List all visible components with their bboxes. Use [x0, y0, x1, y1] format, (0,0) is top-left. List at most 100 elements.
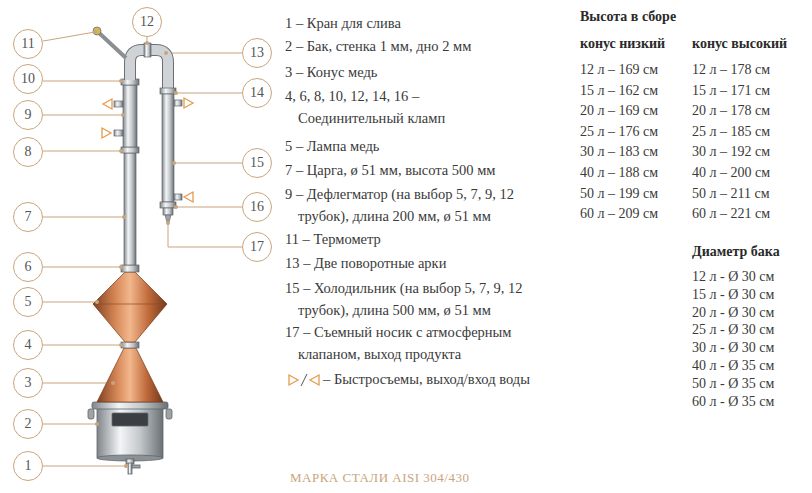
leader-line [176, 207, 242, 208]
callout-circle: 4 [13, 330, 43, 360]
callout-number: 10 [21, 72, 35, 86]
leader-dot [174, 205, 178, 209]
part-description: 2 – Бак, стенка 1 мм, дно 2 мм [285, 36, 471, 58]
table-cell: 15 л – 162 см [580, 80, 658, 101]
table-cell: 60 л – 221 см [692, 203, 770, 224]
leader-line [43, 466, 126, 467]
leader-dot [124, 464, 128, 468]
leader-line [43, 217, 124, 218]
part-description: 13 – Две поворотные арки [285, 253, 446, 275]
leader-line [43, 32, 95, 41]
callout-number: 3 [25, 376, 32, 390]
part-description: 17 – Съемный носик с атмосферным клапано… [285, 322, 565, 366]
table-heading: конус высокий [692, 33, 787, 54]
callout-circle: 15 [242, 148, 272, 178]
leader-dot [119, 79, 123, 83]
leader-dot [174, 91, 178, 95]
table-cell: 40 л – 188 см [580, 162, 658, 183]
part-description: 5 – Лампа медь [285, 136, 379, 158]
leader-dot [166, 221, 170, 225]
leader-dot [121, 113, 125, 117]
brand-plate [112, 413, 148, 426]
leader-dot [145, 41, 149, 45]
leader-dots [93, 30, 178, 468]
table-cell: 15 л – 171 см [692, 80, 770, 101]
copper-lamp [93, 272, 167, 342]
tank-rim [92, 402, 168, 409]
legend-text: – Быстросъемы, выход/вход воды [323, 369, 530, 391]
callout-circle: 1 [13, 451, 43, 481]
table-cell: 50 л – 199 см [580, 183, 658, 204]
callout-circle: 16 [242, 192, 272, 222]
leader-line [43, 424, 97, 425]
water-port [114, 101, 123, 107]
table-heading: Диаметр бака [692, 241, 780, 262]
quick-connect-in [103, 99, 112, 109]
callout-circle: 13 [242, 38, 272, 68]
leader-line [43, 302, 97, 303]
water-port [174, 100, 182, 106]
leader-line [43, 151, 121, 152]
callout-circle: 6 [13, 252, 43, 282]
cooler [93, 27, 182, 222]
drain-tap-handle [132, 465, 140, 468]
leader-dot [122, 215, 126, 219]
callout-number: 2 [25, 417, 32, 431]
leader-line [43, 267, 121, 268]
leader-line [168, 223, 242, 247]
callout-circle: 10 [13, 64, 43, 94]
thermometer [97, 31, 126, 58]
callout-circle: 8 [13, 137, 43, 167]
tank [88, 402, 172, 474]
drain-tap [128, 463, 132, 474]
slash [301, 374, 307, 386]
table-cell: 20 л – 178 см [692, 100, 770, 121]
leader-dot [93, 30, 97, 34]
callout-number: 13 [250, 46, 264, 60]
leader-line [43, 115, 123, 116]
table-cell: 12 л – 169 см [580, 59, 658, 80]
clamp [144, 43, 151, 57]
callout-circle: 12 [132, 7, 162, 37]
callout-circle: 7 [13, 202, 43, 232]
leader-dot [111, 381, 115, 385]
part-description: 15 – Холодильник (на выбор 5, 7, 9, 12 т… [285, 278, 565, 322]
callout-circle: 2 [13, 409, 43, 439]
callout-number: 7 [25, 210, 32, 224]
callout-number: 5 [25, 295, 32, 309]
part-description: 7 – Царга, ø 51 мм, высота 500 мм [285, 160, 496, 182]
cooler-tube [162, 94, 174, 202]
callout-circle: 5 [13, 287, 43, 317]
tank-handle [166, 409, 172, 419]
table-cell: 15 л - Ø 30 см [692, 284, 774, 305]
callout-number: 11 [21, 37, 34, 51]
part-description: 1 – Кран для слива [285, 13, 401, 35]
callout-number: 1 [25, 459, 32, 473]
tank-body [97, 408, 163, 458]
leader-line [43, 345, 121, 346]
quick-connect-in [310, 375, 319, 385]
water-port [174, 194, 182, 200]
callout-number: 15 [250, 156, 264, 170]
table-cell: 60 л – 209 см [580, 203, 658, 224]
callout-number: 6 [25, 260, 32, 274]
quick-connect-in [184, 192, 193, 202]
table-heading: конус низкий [580, 33, 665, 54]
clamp [121, 265, 139, 272]
table-cell: 25 л – 176 см [580, 121, 658, 142]
clamp [160, 202, 176, 208]
table-cell: 12 л – 178 см [692, 59, 770, 80]
table-cell: 20 л – 169 см [580, 100, 658, 121]
callout-number: 14 [250, 86, 264, 100]
leader-lines [43, 32, 242, 466]
callout-circle: 17 [242, 232, 272, 262]
spout-tip [165, 215, 171, 222]
quick-connects [102, 98, 193, 202]
callout-number: 17 [250, 240, 264, 254]
part-description: 9 – Дефлегматор (на выбор 5, 7, 9, 12 тр… [285, 184, 565, 228]
table-cell: 25 л – 185 см [692, 121, 770, 142]
part-description: 4, 6, 8, 10, 12, 14, 16 – Соединительный… [285, 86, 485, 130]
leader-dot [119, 149, 123, 153]
